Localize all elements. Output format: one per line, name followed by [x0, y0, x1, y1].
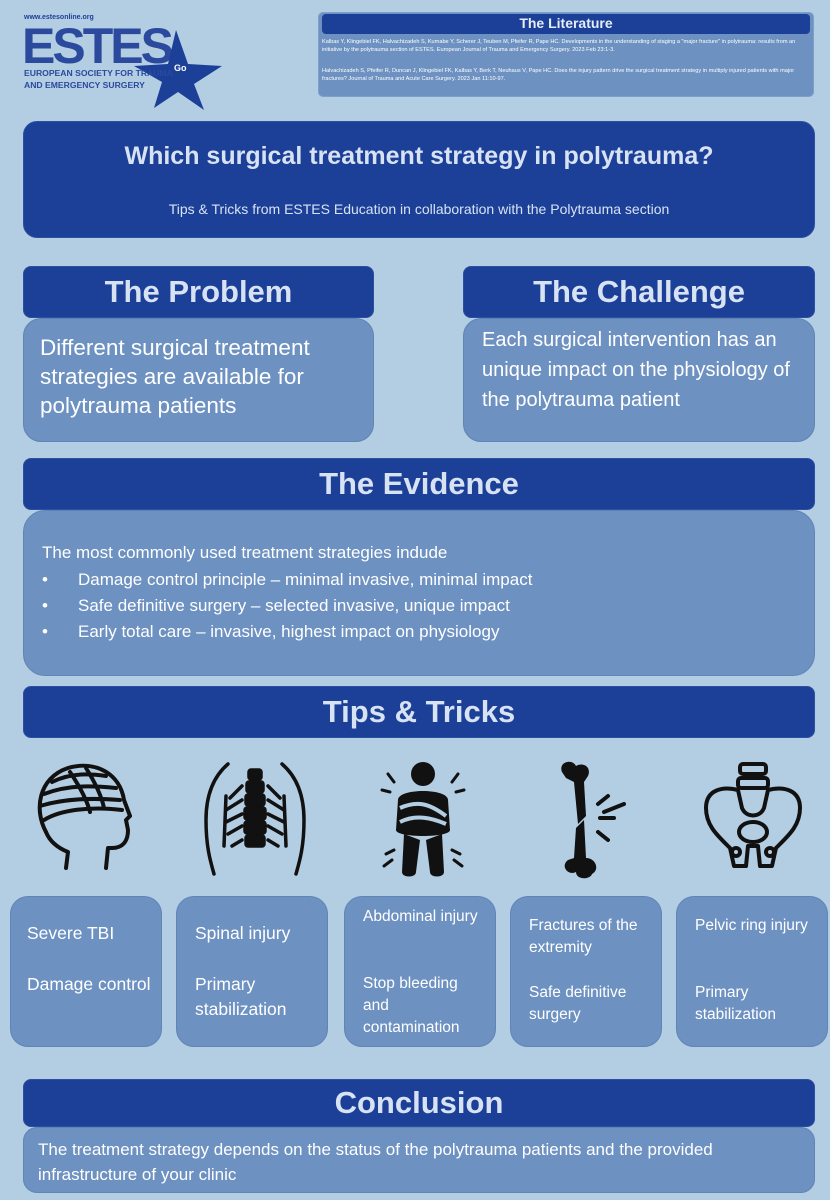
challenge-heading: The Challenge [463, 266, 815, 318]
title-banner [23, 121, 815, 238]
bullet-marker: • [42, 622, 48, 641]
tip-card-pelvic: Pelvic ring injury Primary stabilization [676, 896, 828, 1047]
head-injury-icon [37, 763, 132, 870]
tip-card-injury: Pelvic ring injury [695, 917, 808, 934]
evidence-item-3: Early total care – invasive, highest imp… [78, 622, 500, 641]
logo-subtitle-line1: EUROPEAN SOCIETY FOR TRAUMA [24, 68, 173, 78]
conclusion-text: The treatment strategy depends on the st… [23, 1127, 815, 1193]
evidence-intro: The most commonly used treatment strateg… [42, 543, 448, 562]
broken-bone-icon [561, 761, 626, 879]
problem-heading: The Problem [23, 266, 374, 318]
bullet-marker: • [42, 570, 48, 589]
tip-card-injury: Severe TBI [27, 923, 115, 943]
tip-card-strategy: Primary stabilization [195, 974, 287, 1019]
star-logo-icon [134, 30, 222, 110]
evidence-heading: The Evidence [23, 458, 815, 510]
evidence-item-2: Safe definitive surgery – selected invas… [78, 596, 510, 615]
tip-card-tbi: Severe TBI Damage control [10, 896, 162, 1047]
tip-card-abdominal: Abdominal injury Stop bleeding and conta… [344, 896, 496, 1047]
logo-subtitle-line2: AND EMERGENCY SURGERY [24, 80, 145, 90]
tip-card-injury: Abdominal injury [363, 908, 478, 925]
tips-heading: Tips & Tricks [23, 686, 815, 738]
abdominal-pain-icon [380, 762, 466, 877]
logo-wordmark: ESTES [22, 18, 174, 74]
literature-ref-2: Halvachizadeh S, Pfeifer R, Duncan J, Kl… [322, 68, 795, 82]
tip-card-strategy: Safe definitive surgery [529, 984, 627, 1023]
tip-card-strategy: Primary stabilization [695, 984, 776, 1023]
evidence-item-1: Damage control principle – minimal invas… [78, 570, 533, 589]
tip-card-injury: Fractures of the extremity [529, 917, 638, 956]
tip-card-injury: Spinal injury [195, 923, 291, 943]
tip-card-spine: Spinal injury Primary stabilization [176, 896, 328, 1047]
literature-ref-1: Kalbas Y, Klingebiel FK, Halvachizadeh S… [322, 39, 796, 53]
conclusion-heading: Conclusion [23, 1079, 815, 1127]
tip-card-extremity: Fractures of the extremity Safe definiti… [510, 896, 662, 1047]
problem-text: Different surgical treatment strategies … [23, 318, 374, 442]
tip-card-strategy: Stop bleeding and contamination [363, 975, 460, 1036]
challenge-text: Each surgical intervention has an unique… [463, 318, 815, 442]
bullet-marker: • [42, 596, 48, 615]
spine-icon [204, 762, 306, 876]
literature-title: The Literature [322, 14, 810, 34]
site-url: www.estesonline.org [24, 14, 94, 21]
page-title: Which surgical treatment strategy in pol… [124, 142, 714, 170]
pelvis-icon [704, 762, 802, 868]
evidence-panel [23, 510, 815, 676]
tip-card-strategy: Damage control [27, 974, 151, 994]
logo-go-text: Go [174, 63, 187, 73]
page-subtitle: Tips & Tricks from ESTES Education in co… [168, 201, 670, 217]
